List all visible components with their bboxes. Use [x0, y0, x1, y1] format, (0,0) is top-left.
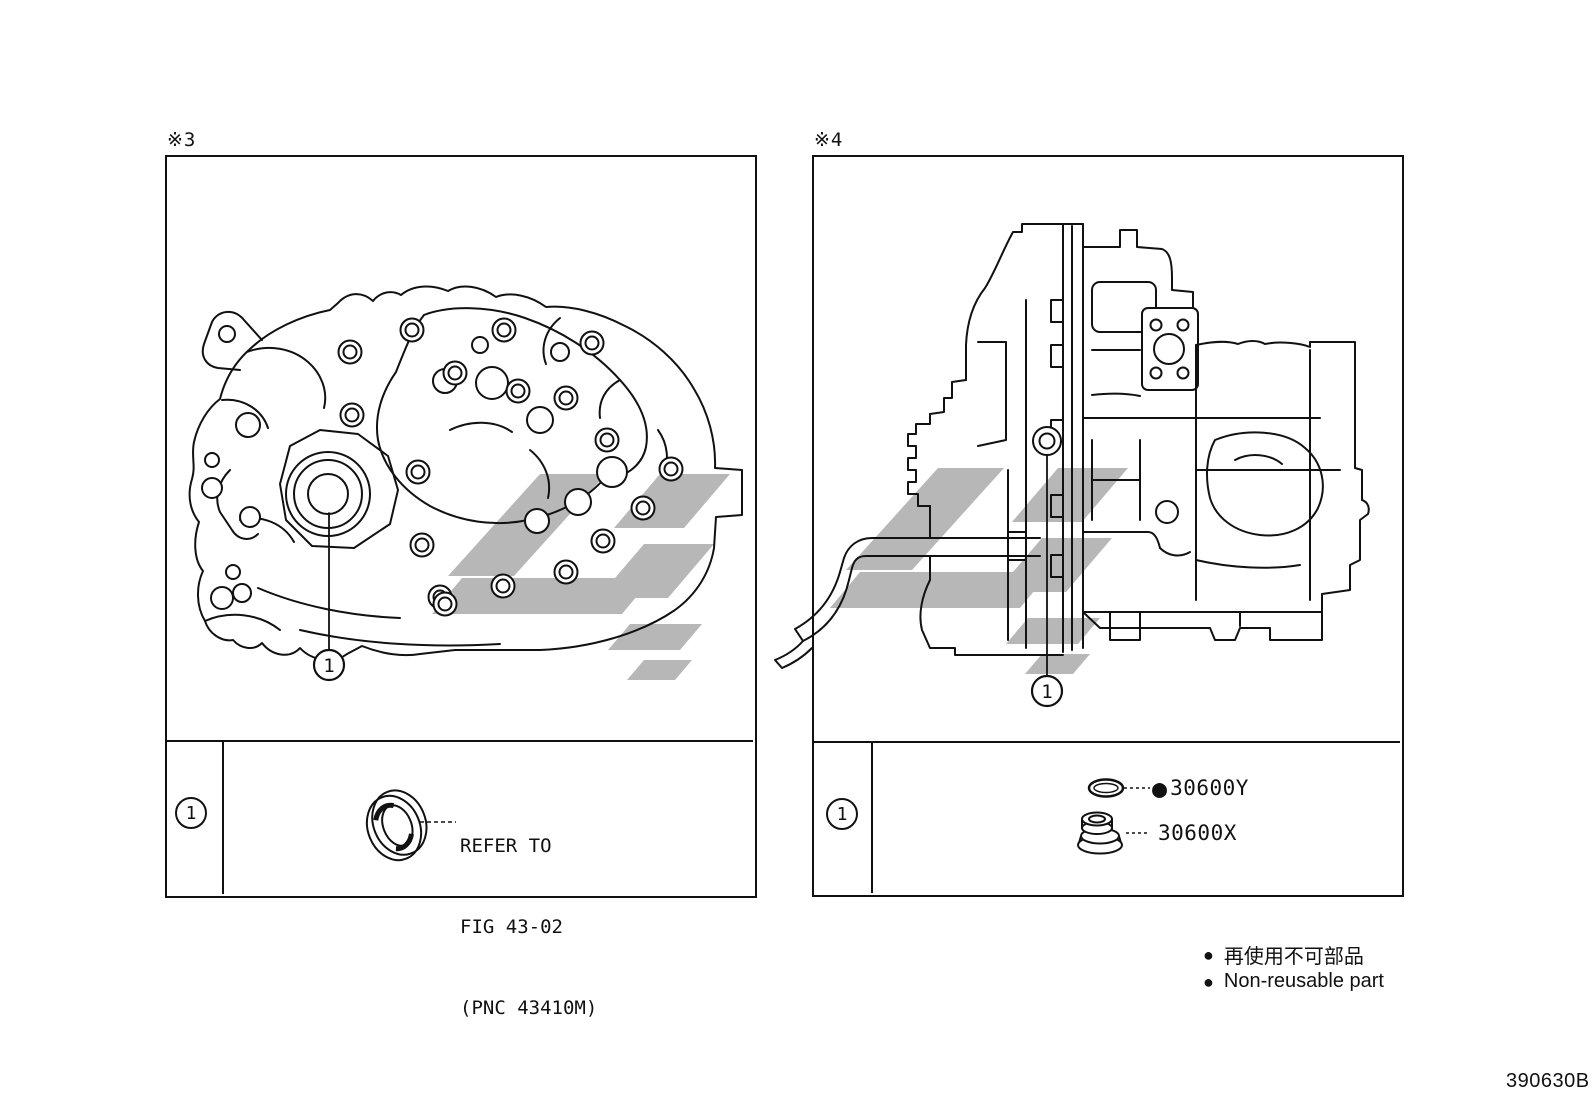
panel3-item-number: 1 [185, 802, 197, 824]
part-label-30600Y[interactable]: ● 30600Y [1152, 774, 1249, 802]
legend-bullet-icon: ● [1203, 971, 1214, 992]
legend-row-jp: ● 再使用不可部品 [1203, 941, 1384, 969]
legend-text-jp: 再使用不可部品 [1223, 946, 1364, 968]
refer-note-line-3: (PNC 43410M) [460, 997, 598, 1019]
legend-text-en: Non-reusable part [1223, 970, 1384, 992]
transaxle-side-view-drawing: 1 [188, 285, 743, 682]
svg-text:1: 1 [1041, 681, 1052, 703]
o-ring-illustration [1087, 778, 1150, 798]
diagram-panel-3 [165, 155, 757, 898]
refer-note-line-1: REFER TO [460, 835, 552, 857]
svg-text:1: 1 [323, 655, 334, 677]
part-code[interactable]: 30600Y [1170, 776, 1249, 800]
non-reusable-bullet: ● [1152, 773, 1168, 803]
callout-1-end-view[interactable]: 1 [1030, 674, 1064, 708]
refer-note-line-2: FIG 43-02 [460, 916, 563, 938]
panel3-row-divider [165, 740, 753, 742]
part-code[interactable]: 30600X [1158, 821, 1237, 845]
diagram-panel-4 [812, 155, 1404, 897]
part-label-30600X[interactable]: 30600X [1155, 819, 1237, 847]
panel4-item-number-badge: 1 [826, 798, 858, 830]
panel4-reference-marker: ※4 [814, 129, 844, 151]
drain-plug-illustration [1077, 811, 1150, 855]
panel3-reference-marker: ※3 [167, 129, 197, 151]
callout-1-side-view[interactable]: 1 [312, 648, 346, 682]
panel4-column-divider [871, 741, 873, 893]
legend: ● 再使用不可部品 ● Non-reusable part [1203, 941, 1384, 995]
panel4-row-divider [812, 741, 1400, 743]
panel4-item-number: 1 [836, 803, 848, 825]
legend-row-en: ● Non-reusable part [1203, 968, 1384, 995]
mount-flange [1141, 307, 1199, 391]
transaxle-end-view-drawing: 1 [774, 223, 1370, 708]
panel3-column-divider [222, 740, 224, 894]
panel3-item-number-badge: 1 [175, 797, 207, 829]
refer-note: REFER TO FIG 43-02 (PNC 43410M) [460, 779, 597, 1049]
legend-bullet-icon: ● [1203, 944, 1214, 965]
figure-code: 390630B [1506, 1070, 1590, 1092]
oil-seal-illustration [365, 789, 456, 862]
